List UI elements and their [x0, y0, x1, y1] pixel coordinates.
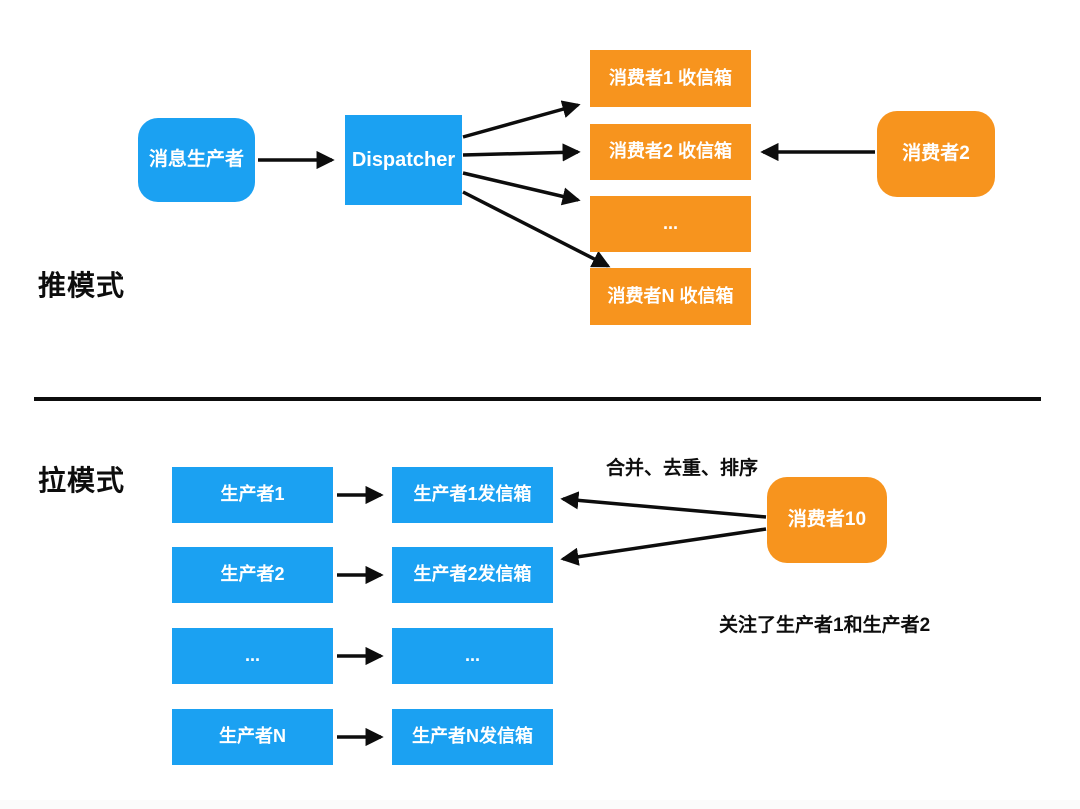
- arrow-consumer10-to-outbox2: [560, 527, 767, 566]
- producerN-node: 生产者N: [172, 709, 333, 765]
- consumerN-inbox-node: 消费者N 收信箱: [590, 268, 751, 325]
- arrow-dispatcher-to-inbox3: [462, 171, 581, 206]
- pull-mode-label: 拉模式: [38, 465, 126, 496]
- arrow-dispatcher-to-inbox1: [462, 100, 581, 139]
- consumer1-inbox-node: 消费者1 收信箱: [590, 50, 751, 107]
- ellipsis-outbox-node: ...: [392, 628, 553, 684]
- arrow-dispatcher-to-inbox2: [462, 143, 581, 162]
- dispatcher-node: Dispatcher: [345, 115, 462, 205]
- consumer2-inbox-node: 消费者2 收信箱: [590, 124, 751, 180]
- arrow-consumer10-to-outbox1: [560, 491, 767, 519]
- ellipsis-inbox-node: ...: [590, 196, 751, 252]
- producer2-node: 生产者2: [172, 547, 333, 603]
- producerN-outbox-node: 生产者N发信箱: [392, 709, 553, 765]
- consumer2-node: 消费者2: [877, 111, 995, 197]
- consumer10-node: 消费者10: [767, 477, 887, 563]
- merge-dedupe-sort-note: 合并、去重、排序: [606, 458, 759, 479]
- producer1-outbox-node: 生产者1发信箱: [392, 467, 553, 523]
- followed-producers-note: 关注了生产者1和生产者2: [719, 615, 931, 636]
- producer2-outbox-node: 生产者2发信箱: [392, 547, 553, 603]
- arrow-dispatcher-to-inboxN: [462, 190, 611, 268]
- producer1-node: 生产者1: [172, 467, 333, 523]
- ellipsis-producer-node: ...: [172, 628, 333, 684]
- message-producer-node: 消息生产者: [138, 118, 255, 202]
- push-mode-label: 推模式: [38, 270, 126, 301]
- bottom-strip: [0, 800, 1080, 809]
